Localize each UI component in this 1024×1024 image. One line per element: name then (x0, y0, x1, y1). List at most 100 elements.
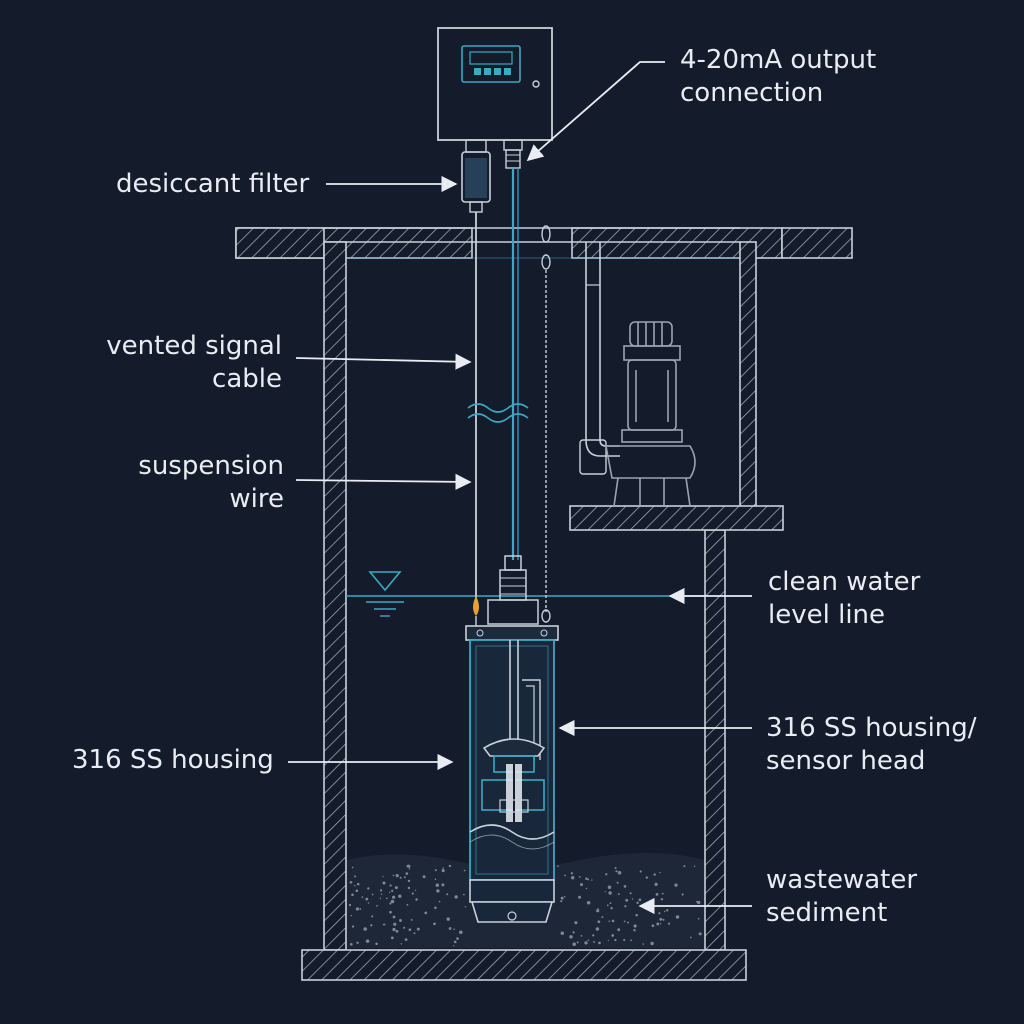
sediment-speck (379, 889, 383, 892)
sediment-speck (596, 909, 600, 913)
sediment-speck (371, 915, 374, 918)
sediment-speck (411, 892, 414, 895)
sediment-speck (608, 891, 612, 895)
sediment-speck (674, 883, 678, 887)
discharge-pipe (579, 242, 620, 475)
sediment-speck (570, 872, 574, 875)
sediment-speck (375, 942, 378, 946)
sediment-speck (584, 941, 588, 945)
sediment-speck (591, 879, 593, 881)
floor-slab (301, 949, 747, 981)
sediment-speck (365, 939, 370, 943)
sediment-speck (560, 931, 565, 935)
sediment-speck (435, 883, 440, 887)
sediment-speck (414, 889, 417, 891)
sediment-speck (392, 915, 396, 919)
sediment-speck (382, 881, 386, 885)
sediment-speck (390, 936, 394, 940)
sediment-speck (560, 896, 564, 900)
sediment-speck (367, 902, 370, 904)
sediment-speck (446, 893, 449, 896)
leader-lines (288, 61, 752, 915)
sediment-speck (617, 870, 622, 875)
right-wall-lower (704, 529, 726, 951)
sediment-speck (653, 900, 655, 902)
label-clean-water-level: clean water level line (768, 567, 921, 630)
sediment-speck (391, 889, 394, 893)
sediment-speck (560, 900, 563, 903)
sediment-speck (604, 890, 606, 893)
sediment-speck (564, 896, 566, 898)
sediment-speck (393, 922, 397, 926)
sediment-speck (681, 893, 684, 896)
sediment-speck (655, 893, 659, 896)
sediment-speck (636, 901, 639, 905)
sediment-speck (689, 936, 692, 939)
level-sensor (465, 555, 559, 923)
submersible-pump (605, 321, 696, 507)
sediment-speck (403, 926, 406, 929)
sediment-speck (617, 893, 620, 896)
label-suspension-wire: suspension wire (138, 451, 284, 514)
sediment-speck (597, 908, 599, 910)
sediment-speck (434, 878, 437, 881)
sediment-speck (407, 864, 411, 868)
sediment-speck (659, 923, 662, 925)
sediment-speck (615, 870, 618, 873)
sediment-speck (631, 898, 634, 900)
sediment-speck (453, 945, 455, 947)
suspension-chain (541, 225, 551, 623)
sediment-speck (569, 935, 573, 939)
sediment-speck (624, 905, 627, 908)
sediment-speck (629, 892, 632, 895)
sediment-speck (433, 922, 436, 926)
sediment-speck (605, 873, 608, 876)
sediment-speck (394, 886, 398, 890)
sediment-speck (348, 903, 352, 907)
sediment-speck (434, 906, 437, 910)
sediment-speck (654, 882, 658, 887)
sediment-speck (665, 909, 669, 912)
sediment-speck (389, 910, 392, 914)
sediment-speck (379, 897, 382, 900)
sediment-speck (399, 919, 402, 922)
sediment-speck (367, 887, 370, 890)
sediment-speck (656, 922, 660, 926)
sediment-speck (611, 934, 615, 937)
sediment-speck (388, 891, 391, 894)
sediment-speck (662, 918, 665, 921)
label-desiccant-filter: desiccant filter (116, 169, 310, 199)
sediment-speck (361, 896, 364, 898)
sediment-speck (580, 935, 583, 937)
sediment-speck (658, 912, 661, 915)
sediment-speck (601, 916, 604, 919)
sediment-speck (407, 879, 411, 883)
sediment-speck (453, 940, 457, 944)
sediment-speck (638, 898, 642, 902)
sediment-speck (576, 941, 579, 944)
sediment-speck (693, 865, 696, 868)
sediment-speck (356, 882, 360, 886)
sediment-speck (623, 885, 627, 888)
sediment-speck (356, 941, 359, 945)
sediment-speck (625, 898, 629, 902)
sediment-speck (353, 884, 356, 887)
sediment-speck (587, 939, 590, 942)
sediment-speck (578, 876, 581, 878)
sediment-speck (434, 869, 437, 872)
sediment-speck (454, 895, 458, 899)
label-output-connection: 4-20mA output connection (680, 45, 877, 108)
sediment-speck (608, 920, 610, 923)
sediment-speck (697, 900, 701, 905)
sediment-speck (448, 927, 452, 930)
sediment-speck (572, 931, 575, 934)
sediment-speck (406, 903, 409, 906)
sediment-speck (392, 895, 396, 899)
sediment-speck (683, 865, 686, 868)
sediment-speck (580, 883, 583, 887)
sediment-speck (400, 943, 402, 945)
sediment-speck (351, 893, 354, 897)
sediment-speck (404, 938, 408, 941)
sediment-speck (635, 913, 638, 917)
